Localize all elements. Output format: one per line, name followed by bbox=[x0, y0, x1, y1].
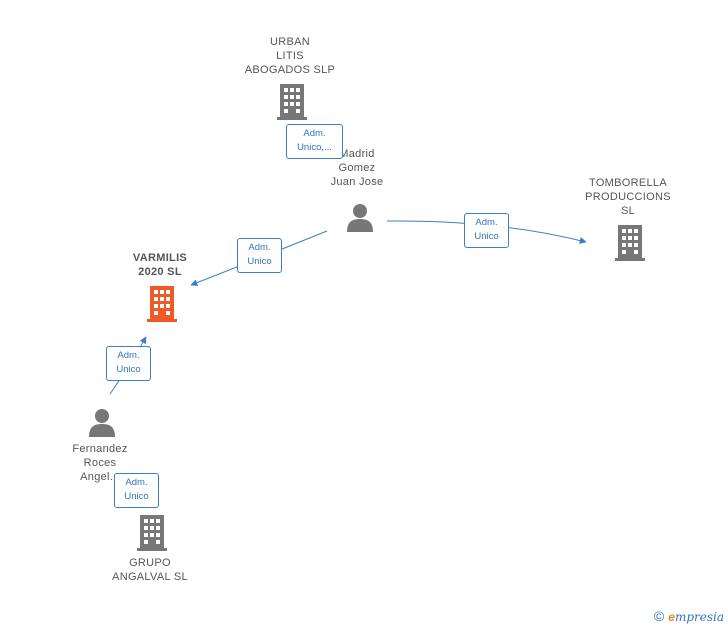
node-label-grupo[interactable]: GRUPO ANGALVAL SL bbox=[112, 557, 188, 583]
building-icon[interactable] bbox=[137, 515, 167, 551]
copyright-icon: © bbox=[653, 608, 665, 624]
watermark-brand-initial: e bbox=[668, 610, 675, 624]
watermark-brand-rest: mpresia bbox=[674, 610, 724, 624]
person-icon[interactable] bbox=[345, 202, 375, 232]
node-label-fernandez[interactable]: Fernandez Roces Angel... bbox=[72, 443, 128, 483]
person-icon[interactable] bbox=[87, 407, 117, 437]
building-icon-focus[interactable] bbox=[147, 286, 177, 322]
node-label-varmilis[interactable]: VARMILIS 2020 SL bbox=[132, 252, 188, 278]
edge-label-madrid-varmilis[interactable]: Adm. Unico bbox=[237, 238, 282, 273]
edge-label-urban-madrid[interactable]: Adm. Unico,... bbox=[286, 124, 343, 159]
edge-label-grupo-fernandez[interactable]: Adm. Unico bbox=[114, 473, 159, 508]
building-icon[interactable] bbox=[277, 84, 307, 120]
node-label-tomborella[interactable]: TOMBORELLA PRODUCCIONS SL bbox=[585, 177, 671, 217]
node-label-madrid[interactable]: Madrid Gomez Juan Jose bbox=[330, 148, 384, 188]
empresia-watermark: ©empresia bbox=[654, 608, 724, 624]
edge-label-fernandez-varmilis[interactable]: Adm. Unico bbox=[106, 346, 151, 381]
building-icon[interactable] bbox=[615, 225, 645, 261]
node-label-urban[interactable]: URBAN LITIS ABOGADOS SLP bbox=[244, 36, 336, 76]
edge-label-madrid-tomborella[interactable]: Adm. Unico bbox=[464, 213, 509, 248]
